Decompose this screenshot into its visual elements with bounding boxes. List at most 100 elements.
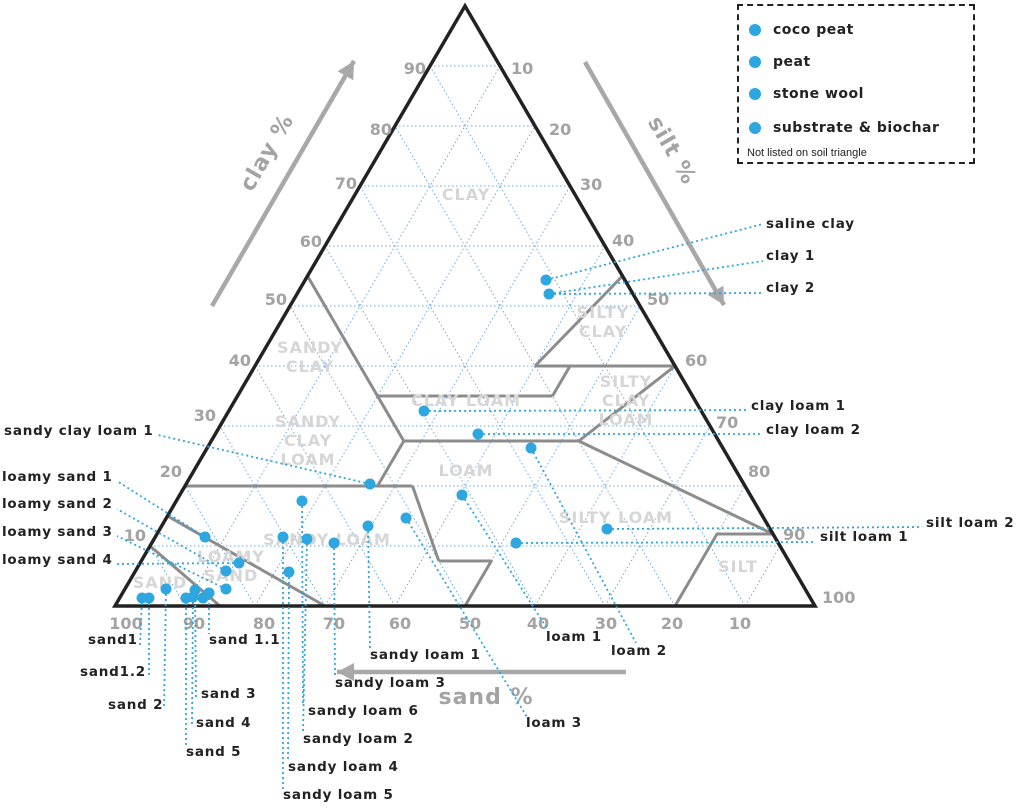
- region-label-line: LOAM: [280, 450, 335, 469]
- boundary-line: [578, 439, 775, 607]
- sample-point-sandy-loam-6: [296, 495, 308, 507]
- region-label: LOAM: [438, 461, 493, 480]
- sample-label-silt-loam-1: silt loam 1: [820, 529, 908, 545]
- region-label-line: SILTY: [577, 303, 630, 322]
- sample-label-silt-loam-2: silt loam 2: [926, 515, 1014, 531]
- leader-line-loam-2: [530, 447, 637, 644]
- sample-point: [197, 592, 209, 604]
- grid-line: [324, 185, 571, 607]
- sand-tick-label: 80: [253, 614, 275, 633]
- region-label-line: SANDY LOAM: [263, 530, 391, 549]
- arrow-head: [337, 663, 354, 681]
- sample-label-sand-4: sand 4: [196, 715, 251, 731]
- clay-tick-label: 70: [335, 174, 357, 193]
- region-label-line: CLAY: [284, 431, 332, 450]
- leader-line-loamy-sand-1: [116, 480, 206, 538]
- sand-axis-arrow: [337, 663, 626, 681]
- region-label: CLAY: [442, 185, 490, 204]
- leader-line-loamy-sand-3: [116, 535, 227, 590]
- legend: coco peat peat stone wool substrate & bi…: [737, 4, 975, 164]
- clay-tick-label: 20: [160, 462, 182, 481]
- leader-line-sandy-loam-6: [301, 500, 304, 706]
- leader-line-sandy-loam-4: [287, 571, 290, 762]
- boundary-line: [376, 440, 413, 488]
- sample-point-clay-1: [543, 288, 555, 300]
- sample-label-sand-2: sand 2: [108, 697, 163, 713]
- sample-label-loamy-sand-2: loamy sand 2: [2, 496, 113, 512]
- region-label-line: SANDY: [277, 338, 343, 357]
- leader-line-sand-4: [191, 596, 194, 727]
- leader-line-sandy-loam-1: [367, 525, 371, 651]
- grid-line: [394, 125, 676, 607]
- sample-point-loam-3: [400, 512, 412, 524]
- sample-points: [136, 274, 613, 604]
- clay-tick-label: 60: [300, 232, 322, 251]
- grid-line: [604, 425, 711, 607]
- sample-label-sandy-loam-2: sandy loam 2: [303, 731, 414, 747]
- sand-tick-label: 10: [729, 614, 751, 633]
- sample-label-sandy-loam-1: sandy loam 1: [370, 647, 481, 663]
- sand-tick-label: 20: [661, 614, 683, 633]
- arrow-shaft: [583, 60, 726, 307]
- leader-line-sandy-loam-2: [302, 538, 308, 734]
- region-label: SILTY LOAM: [559, 508, 673, 527]
- sample-label-loam-1: loam 1: [546, 629, 602, 645]
- sample-point-sandy-loam-3: [328, 537, 340, 549]
- region-label-line: SILTY LOAM: [559, 508, 673, 527]
- sample-label-sand1-2: sand1.2: [80, 664, 146, 680]
- legend-item-stone-wool: stone wool: [749, 86, 864, 102]
- legend-dot: [749, 24, 761, 36]
- silt-tick-label: 40: [612, 231, 634, 250]
- grid-line: [359, 185, 606, 607]
- sample-label-sandy-loam-6: sandy loam 6: [308, 703, 419, 719]
- leader-line-loamy-sand-2: [116, 508, 227, 572]
- sample-point-loamy-sand-2: [220, 565, 232, 577]
- silt-tick-label: 100: [822, 588, 855, 607]
- sample-label-clay-loam-2: clay loam 2: [766, 422, 861, 438]
- clay-tick-label: 50: [265, 290, 287, 309]
- silt-tick-label: 20: [549, 120, 571, 139]
- silt-axis-arrow: [583, 60, 726, 307]
- legend-dot: [749, 56, 761, 68]
- sample-point-clay-loam-2: [472, 428, 484, 440]
- sample-point-loam-1: [456, 489, 468, 501]
- leader-line-saline-clay: [545, 223, 764, 281]
- grid-line: [744, 545, 781, 607]
- sample-point-sand1-2: [143, 592, 155, 604]
- region-label-line: LOAM: [438, 461, 493, 480]
- sand-tick-label: 50: [459, 614, 481, 633]
- boundary-line: [166, 514, 326, 608]
- region-label-line: SILTY: [600, 372, 653, 391]
- sand-tick-label: 30: [595, 614, 617, 633]
- sample-point-loamy-sand-3: [220, 583, 232, 595]
- region-label-line: SAND: [204, 566, 259, 585]
- sample-label-loamy-sand-3: loamy sand 3: [2, 524, 113, 540]
- region-label: CLAY LOAM: [411, 391, 521, 410]
- legend-label: substrate & biochar: [773, 120, 940, 136]
- arrow-head: [337, 61, 354, 81]
- legend-item-peat: peat: [749, 54, 811, 70]
- sample-point-loamy-sand-4: [233, 557, 245, 569]
- sample-point-sandy-loam-2: [301, 533, 313, 545]
- sample-label-sandy-loam-3: sandy loam 3: [335, 675, 446, 691]
- sample-label-loam-3: loam 3: [526, 715, 582, 731]
- silt-tick-label: 90: [783, 525, 805, 544]
- sample-label-saline-clay: saline clay: [766, 216, 855, 232]
- sand-tick-label: 100: [109, 614, 142, 633]
- region-label-line: LOAM: [598, 410, 653, 429]
- sand-tick-label: 60: [389, 614, 411, 633]
- region-label-line: SAND: [133, 573, 188, 592]
- sand-axis-title: sand %: [438, 685, 533, 710]
- boundary-line: [306, 275, 553, 398]
- leader-line-loam-1: [461, 494, 549, 631]
- sample-point-sand-2: [160, 583, 172, 595]
- legend-dot: [749, 122, 761, 134]
- region-label: SANDY LOAM: [263, 530, 391, 549]
- sample-point-sandy-loam-5: [277, 531, 289, 543]
